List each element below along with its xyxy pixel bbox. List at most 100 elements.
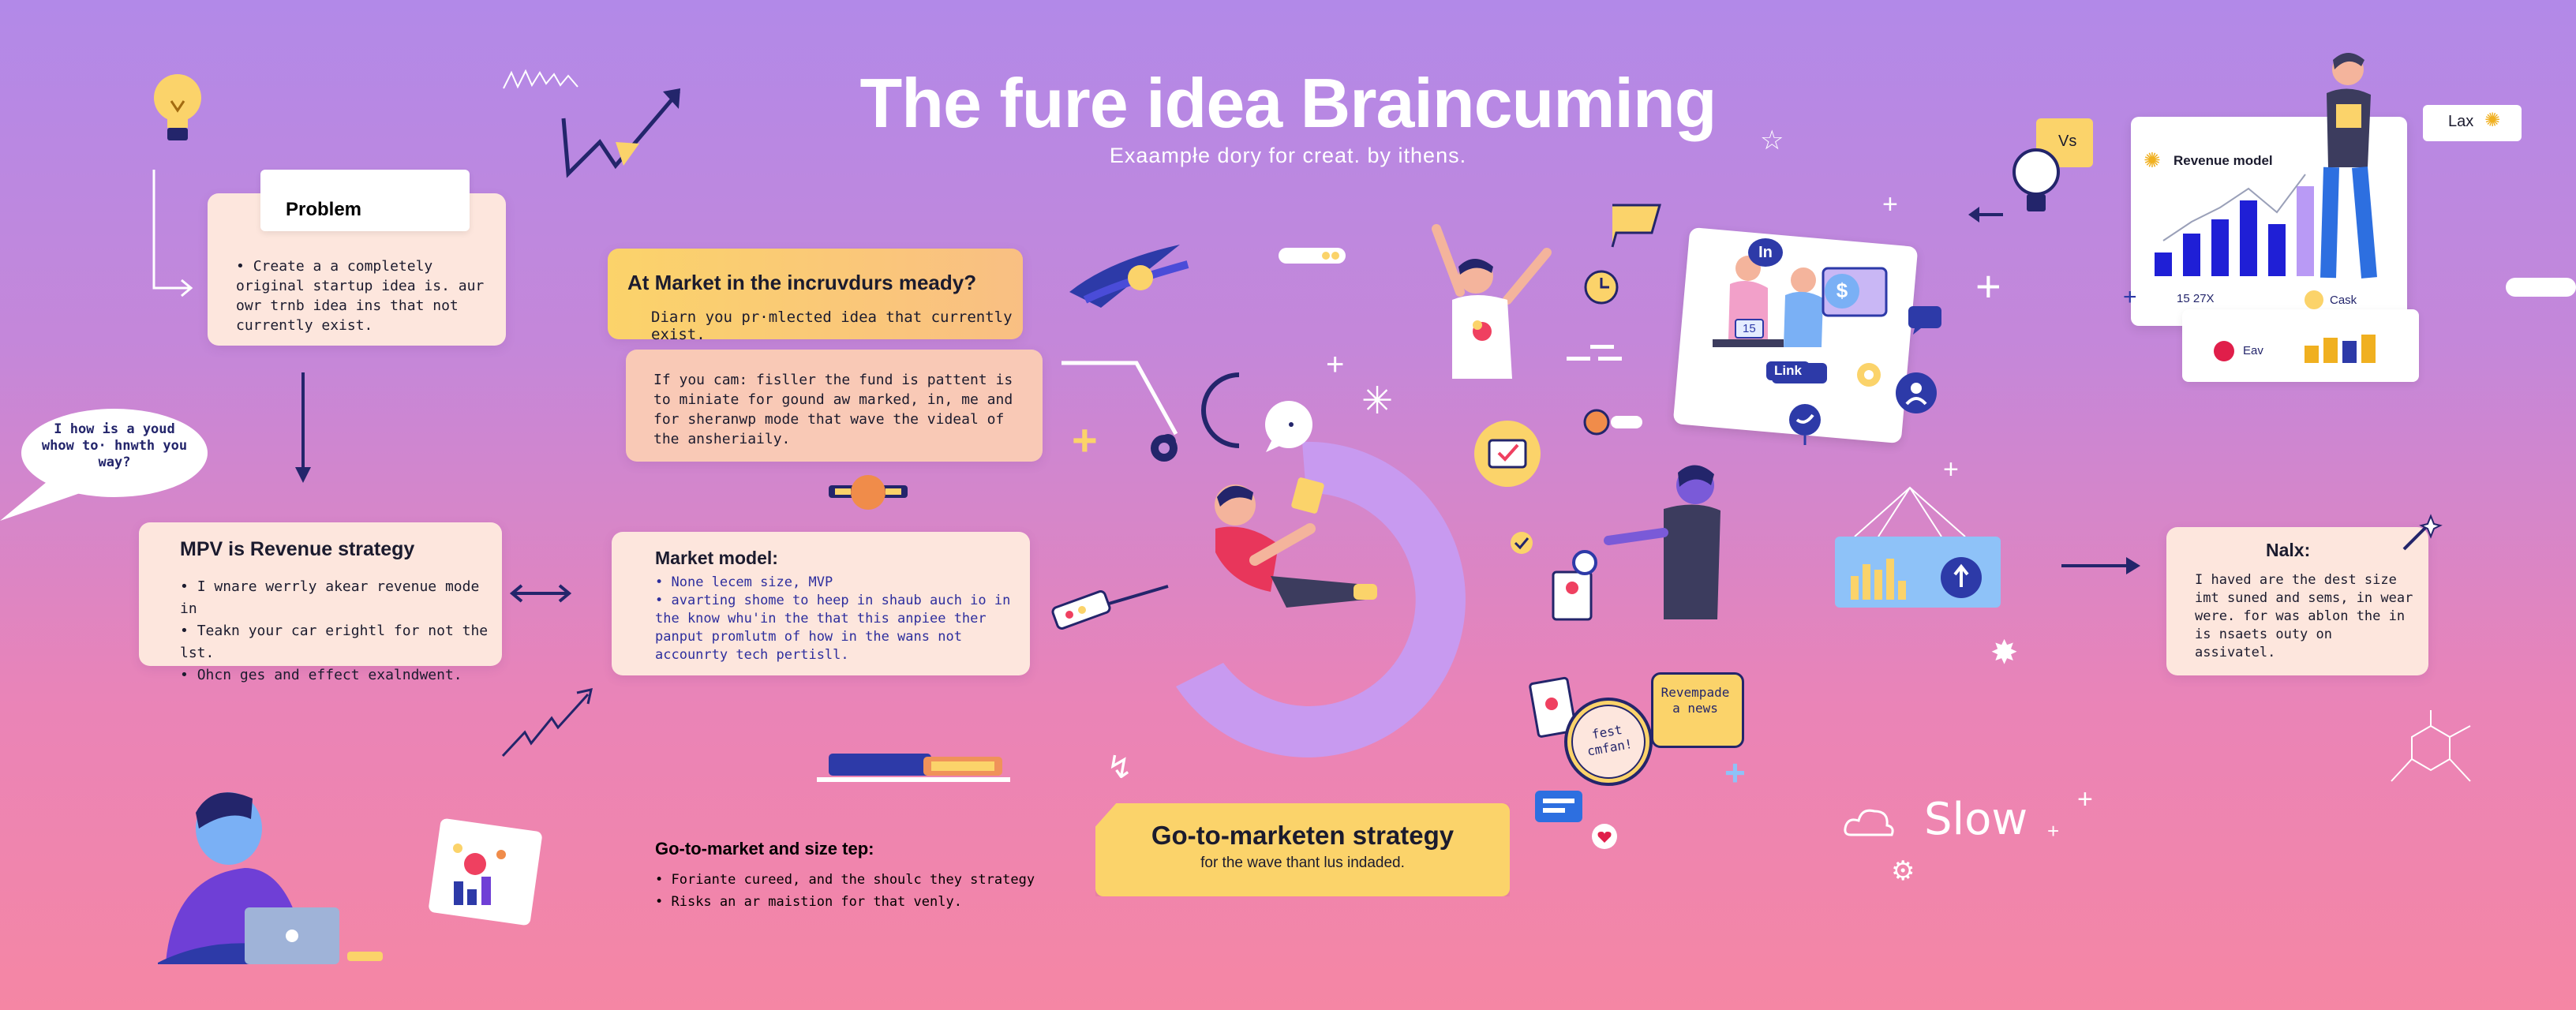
twitter-icon (1789, 404, 1821, 445)
down-arrow-icon (295, 372, 311, 483)
right-arrow-icon (2061, 557, 2140, 574)
mpv-bullet: Ohcn ges and effect exalndwent. (180, 664, 496, 686)
problem-title: Problem (286, 199, 362, 220)
gtm-banner (1095, 803, 1510, 896)
sun-icon: ✺ (2144, 148, 2161, 172)
revenue-bar (2297, 186, 2314, 276)
lax-label: Lax (2448, 113, 2474, 130)
sparkle-icon: ✸ (1990, 634, 2019, 671)
double-arrow-icon (509, 584, 572, 603)
toggle-icon (1583, 409, 1642, 436)
center-ring-graphic (1176, 441, 1466, 758)
crescent-icon (1201, 372, 1240, 448)
gtm-list-bullets: Foriante cureed, and the shoulc they str… (655, 869, 1065, 913)
star-outline-icon: ✳ (1361, 380, 1394, 422)
heart-icon (1592, 824, 1617, 849)
gtm-banner-title: Go-to-marketen strategy (1151, 821, 1455, 850)
vs-label: Vs (2058, 133, 2077, 150)
market-model-bullet: avarting shome to heep in shaub auch io … (655, 592, 1018, 664)
plus-decoration-icon: + (2077, 784, 2093, 814)
revenue-bar-chart (2155, 174, 2314, 276)
in-badge[interactable]: In (1748, 238, 1783, 267)
market-question-card: At Market in the incruvdurs meady? Diarn… (608, 249, 1023, 343)
market-model-card: Market model: None lecem size, MVP avart… (612, 532, 1030, 675)
growth-arrow-icon (561, 88, 680, 178)
revenue-bar (2183, 234, 2200, 276)
eav-label: Eav (2243, 344, 2263, 357)
pill-icon (1279, 248, 1346, 264)
page-title: The fure idea Braincuming (859, 64, 1717, 142)
scribble-icon (503, 69, 578, 89)
plus-decoration-icon: + (1072, 415, 1098, 465)
sticker-board-icon (429, 818, 542, 926)
plus-decoration-icon: + (1882, 189, 1898, 219)
presenter-illustration (1552, 465, 1720, 621)
plus-decoration-icon: + (1724, 752, 1746, 793)
lax-bubble (2423, 105, 2522, 141)
link-badge[interactable]: Link (1766, 361, 1810, 380)
left-arrow-icon (1968, 207, 2003, 223)
flag-icon (1611, 204, 1661, 248)
market-model-title: Market model: (655, 548, 778, 568)
note-card-icon (1529, 676, 1578, 738)
plus-icon: + (2123, 284, 2137, 310)
revenue-trend-line (2162, 174, 2306, 241)
lightbulb-icon (154, 74, 201, 140)
revenue-stat: 15 27X (2177, 292, 2215, 305)
chat-icon (1908, 306, 1941, 335)
problem-bullets: Create a a completely original startup i… (236, 256, 489, 335)
page-subtitle: Exaampłe dory for creat. by ithens. (1109, 144, 1467, 167)
gear-icon (1857, 363, 1881, 387)
gtm-list: Go-to-market and size tep: Foriante cure… (655, 839, 1065, 913)
revenue-bar (2211, 219, 2229, 276)
problem-bullet: Create a a completely original startup i… (236, 256, 489, 335)
stamp-badge-icon (1564, 698, 1653, 786)
cask-label: Cask (2330, 294, 2357, 307)
team-illustration (1713, 256, 1888, 383)
flow-arrow-icon (152, 170, 193, 297)
market-question-title: At Market in the incruvdurs meady? (627, 271, 977, 294)
plus-decoration-icon: + (1326, 347, 1345, 382)
gear-outline-icon: ⚙ (1891, 856, 1915, 886)
market-model-bullet: None lecem size, MVP (655, 574, 1018, 592)
problem-title-tab: Problem (260, 170, 470, 231)
mpv-bullet: I wnare werrly akear revenue mode in (180, 576, 496, 620)
molecule-icon (2391, 710, 2471, 782)
gtm-list-bullet: Risks an ar maistion for that venly. (655, 891, 1065, 913)
revenue-card-title: Revenue model (2174, 153, 2273, 168)
plus-decoration-icon: + (1943, 454, 1959, 484)
market-note-body: If you cam: fisller the fund is pattent … (653, 372, 1013, 447)
gtm-list-title: Go-to-market and size tep: (655, 839, 874, 858)
dollar-icon: $ (1825, 274, 1859, 309)
slow-label: Slow (1924, 794, 2028, 845)
red-dot-icon (2214, 341, 2234, 361)
revempade-text: Revempade a news (1661, 685, 1730, 716)
star-outline-icon: ☆ (1760, 125, 1784, 155)
problem-card: Create a a completely original startup i… (208, 193, 506, 346)
revenue-bar (2155, 252, 2172, 276)
usb-plug-icon (1051, 585, 1169, 630)
chat-card-icon (1535, 791, 1582, 822)
revenue-bar (2268, 224, 2286, 276)
check-card-icon (1474, 421, 1541, 487)
mpv-title: MPV is Revenue strategy (180, 538, 415, 560)
nalx-card: Nalx: I haved are the dest size imt sune… (2166, 527, 2428, 675)
celebrating-person-illustration (1432, 224, 1552, 379)
sparkle-icon: ↯ (1106, 750, 1133, 785)
speech-bubble-text: I how is a youd whow to· hnwth you way? (41, 421, 188, 470)
check-circle-icon (1511, 532, 1533, 554)
market-note-card: If you cam: fisller the fund is pattent … (626, 350, 1043, 462)
cask-icon (2305, 290, 2323, 309)
books-icon (817, 754, 1010, 782)
gtm-banner-subtitle: for the wave thant lus indaded. (1200, 855, 1405, 871)
cloud-icon (1844, 809, 1894, 836)
plus-decoration-icon: + (2047, 819, 2060, 843)
white-bar-decoration (2506, 278, 2576, 297)
bulb-outline-icon (2012, 148, 2060, 211)
mpv-bullets: I wnare werrly akear revenue mode in Tea… (180, 576, 496, 686)
revenue-bar (2240, 200, 2257, 276)
standing-person-illustration (2320, 53, 2377, 279)
market-question-body: Diarn you pr·mlected idea that currently… (651, 309, 1013, 343)
count-label: 15 (1735, 319, 1764, 339)
candy-icon (829, 475, 908, 510)
